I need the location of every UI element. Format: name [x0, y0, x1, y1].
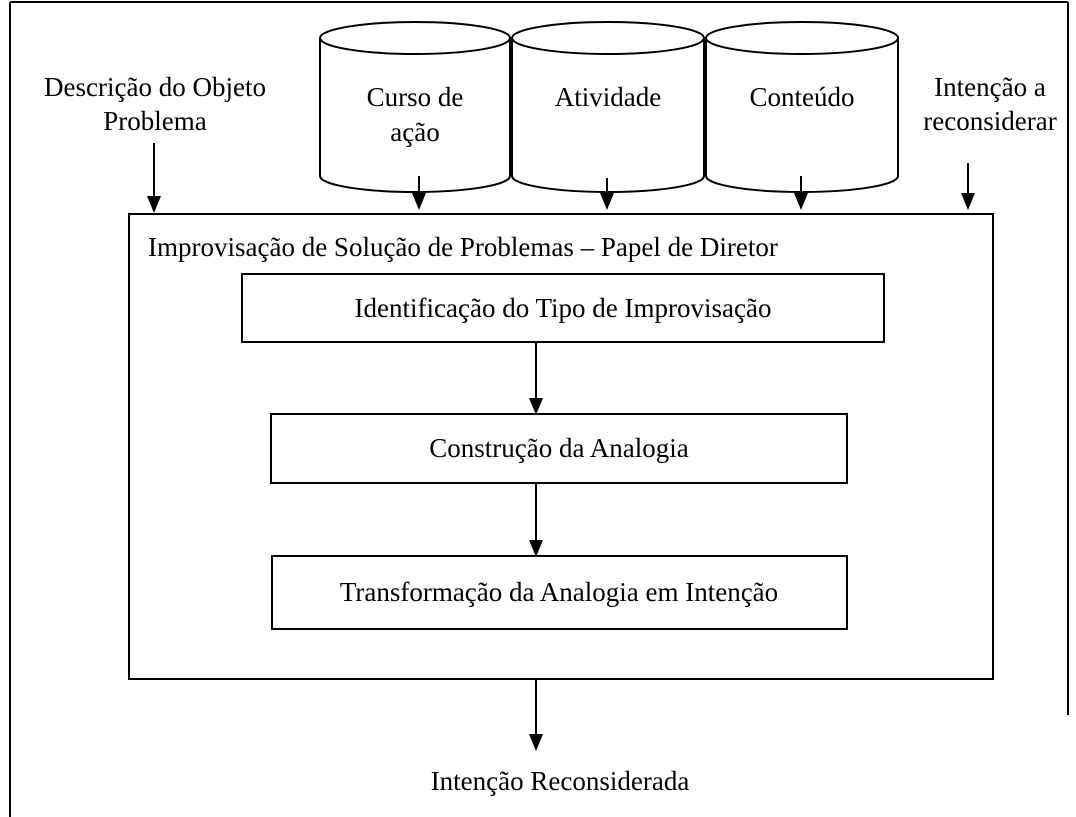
database-conteudo-label: Conteúdo	[750, 82, 855, 112]
input-arrows	[147, 143, 975, 213]
database-curso-de-acao: Curso de ação	[319, 21, 511, 193]
input-intention-line-2: reconsiderar	[923, 106, 1056, 136]
database-conteudo: Conteúdo	[705, 21, 899, 193]
step-analogy-transformation-label: Transformação da Analogia em Intenção	[340, 577, 778, 607]
input-problem-description-line-1: Descrição do Objeto	[44, 72, 266, 102]
step-analogy-transformation: Transformação da Analogia em Intenção	[271, 555, 848, 630]
arrow-atividade-to-process	[600, 178, 614, 210]
database-curso-de-acao-line-1: Curso de	[367, 82, 464, 112]
arrow-step2-to-step3	[529, 483, 543, 557]
arrow-curso-to-process	[412, 176, 426, 210]
outer-frame	[9, 1, 1069, 817]
input-problem-description-line-2: Problema	[103, 106, 206, 136]
input-intention-to-reconsider: Intenção a reconsiderar	[923, 72, 1056, 136]
database-curso-de-acao-line-2: ação	[390, 117, 439, 147]
input-intention-line-1: Intenção a	[934, 72, 1046, 102]
step-analogy-construction-label: Construção da Analogia	[429, 433, 688, 463]
step-identification: Identificação do Tipo de Improvisação	[241, 273, 885, 343]
process-title: Improvisação de Solução de Problemas – P…	[148, 232, 778, 262]
database-atividade-label: Atividade	[555, 82, 661, 112]
arrow-step1-to-step2	[529, 342, 543, 415]
input-problem-description: Descrição do Objeto Problema	[44, 72, 266, 136]
output-reconsidered-intention: Intenção Reconsiderada	[431, 766, 690, 796]
step-analogy-construction: Construção da Analogia	[270, 413, 848, 484]
arrow-description-to-process	[147, 143, 161, 213]
arrow-intention-to-process	[961, 163, 975, 210]
step-identification-label: Identificação do Tipo de Improvisação	[355, 293, 772, 323]
arrow-process-to-output	[529, 679, 543, 751]
arrow-conteudo-to-process	[794, 176, 808, 210]
database-atividade: Atividade	[511, 21, 705, 193]
